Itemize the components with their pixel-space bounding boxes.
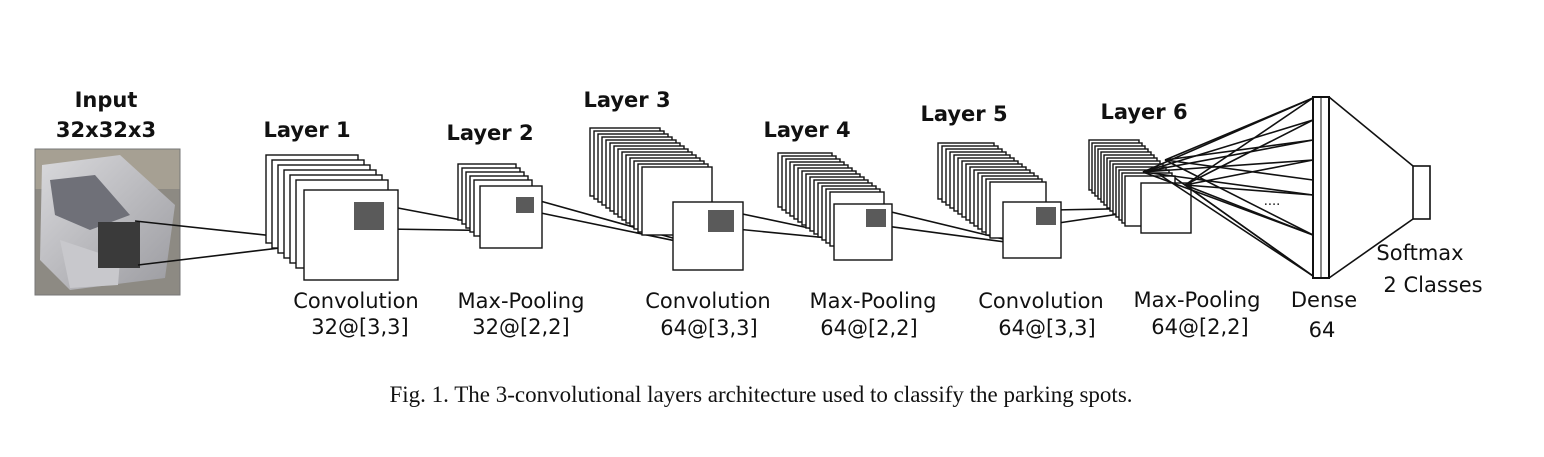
layer-5-type: Convolution [978, 289, 1103, 313]
layer-2-spec: 32@[2,2] [472, 315, 570, 339]
dense-connections [1142, 97, 1314, 277]
layer-3-type: Convolution [645, 289, 770, 313]
layer-6-feature-maps [1088, 139, 1192, 234]
input-title: Input [75, 88, 138, 112]
softmax-label: Softmax [1376, 241, 1463, 265]
layer-6-title: Layer 6 [1100, 100, 1187, 124]
layer-1-feature-maps [265, 154, 399, 281]
layer-3-title: Layer 3 [583, 88, 670, 112]
softmax-classes: 2 Classes [1383, 273, 1482, 297]
layer-5-spec: 64@[3,3] [998, 316, 1096, 340]
layer-4-spec: 64@[2,2] [820, 316, 918, 340]
dense-ellipsis: .... [1264, 194, 1281, 209]
layer-1-type: Convolution [293, 289, 418, 313]
layer-3-feature-maps [589, 127, 744, 271]
layer-1-spec: 32@[3,3] [311, 315, 409, 339]
layer-2-title: Layer 2 [446, 121, 533, 145]
layer-3-spec: 64@[3,3] [660, 316, 758, 340]
layer-2-feature-maps [457, 163, 543, 249]
layer-4-title: Layer 4 [763, 118, 850, 142]
layer-2-type: Max-Pooling [458, 289, 585, 313]
softmax-funnel [1328, 96, 1431, 279]
input-size: 32x32x3 [56, 118, 156, 142]
layer-1-title: Layer 1 [263, 118, 350, 142]
figure-caption: Fig. 1. The 3-convolutional layers archi… [389, 382, 1132, 407]
input-image [34, 148, 181, 296]
layer-4-type: Max-Pooling [810, 289, 937, 313]
layer-6-type: Max-Pooling [1134, 288, 1261, 312]
dense-units: 64 [1309, 318, 1336, 342]
layer-5-feature-maps [937, 142, 1062, 259]
dense-label: Dense [1291, 288, 1357, 312]
layer-6-spec: 64@[2,2] [1151, 315, 1249, 339]
layer-4-feature-maps [777, 152, 893, 261]
layer-5-title: Layer 5 [920, 102, 1007, 126]
